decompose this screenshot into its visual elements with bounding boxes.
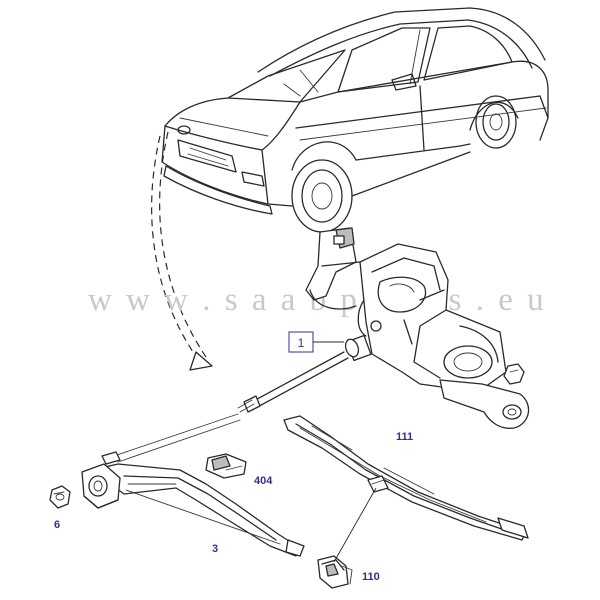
callout-label-404: 404 bbox=[254, 475, 273, 487]
car-illustration bbox=[161, 7, 549, 233]
wiper-blade bbox=[283, 415, 529, 541]
clip-part bbox=[205, 453, 247, 479]
drive-shaft bbox=[237, 351, 349, 413]
blade-adapter bbox=[317, 555, 353, 589]
callout-label-6: 6 bbox=[54, 519, 60, 531]
motor-nut bbox=[503, 363, 525, 385]
callout-label-3: 3 bbox=[212, 543, 218, 555]
callout-label-1: 1 bbox=[298, 336, 305, 350]
callout-label-111: 111 bbox=[396, 431, 413, 443]
location-leader-dashed bbox=[151, 131, 213, 371]
leader-arrowhead bbox=[189, 351, 213, 371]
callout-motor-unit: 1 bbox=[288, 331, 344, 353]
nut-left bbox=[49, 485, 71, 509]
wiper-motor-unit bbox=[305, 227, 530, 429]
callout-label-110: 110 bbox=[362, 571, 380, 583]
wiper-arm bbox=[81, 413, 305, 557]
callout-leader-110 bbox=[333, 487, 377, 563]
